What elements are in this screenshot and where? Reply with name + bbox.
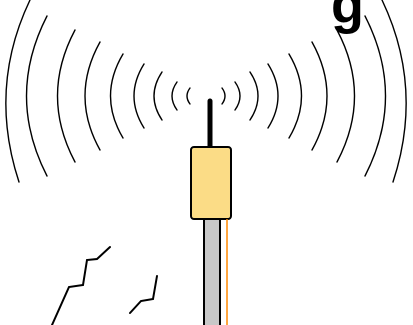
wave-right-1 (222, 88, 225, 104)
crack-left (52, 247, 110, 325)
wave-left-1 (187, 88, 190, 104)
wave-left-7 (58, 30, 76, 162)
wave-left-4 (134, 64, 144, 128)
wave-right-4 (268, 64, 278, 128)
cable-icon (204, 219, 227, 325)
wave-left-6 (85, 42, 100, 150)
wave-right-6 (312, 42, 327, 150)
crack-right (130, 276, 157, 313)
wave-left-5 (111, 54, 124, 138)
wave-right-2 (235, 82, 240, 110)
wave-right-5 (289, 54, 302, 138)
wave-right-7 (337, 30, 355, 162)
wave-left-8 (27, 16, 48, 176)
crack-line-icon (52, 247, 157, 325)
wave-left-2 (172, 82, 177, 110)
wave-right-3 (250, 72, 258, 120)
wave-left-3 (154, 72, 162, 120)
cable-sheath (204, 219, 220, 325)
wave-right-8 (365, 16, 386, 176)
sensor-node-icon (191, 147, 231, 219)
